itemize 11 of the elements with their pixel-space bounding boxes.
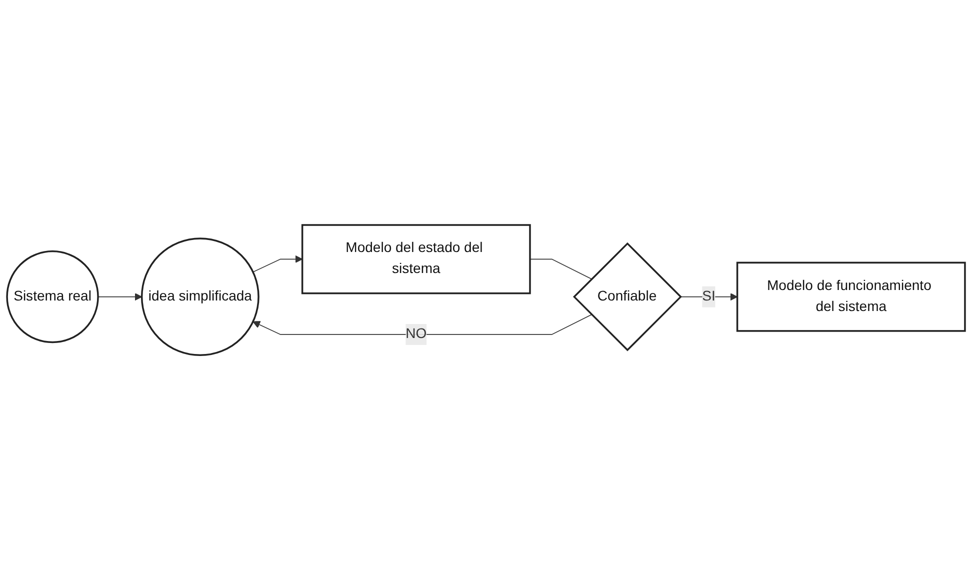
node-box: Modelo de funcionamiento del sistema (736, 262, 966, 332)
edge-label: NO (406, 326, 427, 342)
arrow (252, 314, 592, 336)
edge-label: SI (702, 289, 716, 304)
node-diamond: Confiable (572, 242, 682, 352)
node-circle: idea simplificada (140, 238, 260, 356)
node-circle: Sistema real (6, 250, 99, 344)
arrow (98, 293, 142, 302)
arrow (252, 256, 303, 273)
node-box: Modelo del estado del sistema (301, 224, 531, 295)
connector (530, 259, 592, 280)
